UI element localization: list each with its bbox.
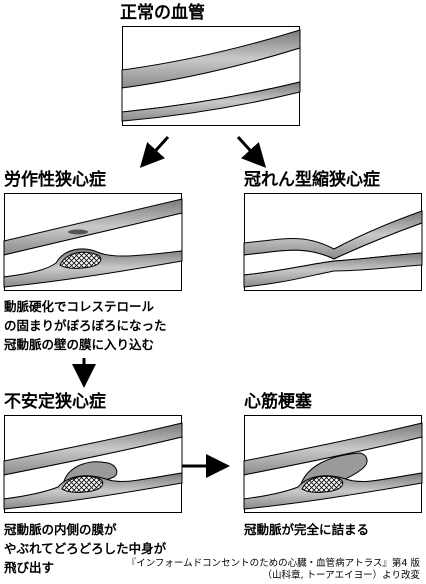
vasospastic-angina-illustration [243, 193, 423, 291]
exertional-angina-title: 労作性狭心症 [4, 170, 106, 190]
exertional-angina-desc-1: 動脈硬化でコレステロール [4, 299, 155, 314]
exertional-angina-desc-3: 冠動脈の壁の膜に入り込む [4, 337, 155, 352]
exertional-angina-desc-2: の固まりがぼろぼろになった [4, 318, 167, 333]
myocardial-infarction-illustration [243, 415, 423, 513]
unstable-angina-title: 不安定狭心症 [4, 392, 106, 412]
unstable-angina-desc-2: やぶれてどろどろした中身が [4, 541, 167, 556]
myocardial-infarction-title: 心筋梗塞 [244, 392, 312, 412]
myocardial-infarction-desc: 冠動脈が完全に詰まる [244, 522, 370, 537]
unstable-angina-desc-1: 冠動脈の内側の膜が [4, 522, 117, 537]
vasospastic-angina-title: 冠れん型縮狭心症 [244, 170, 380, 190]
unstable-angina-desc-3: 飛び出す [4, 560, 55, 575]
normal-vessel-illustration [121, 26, 301, 126]
unstable-angina-illustration [3, 415, 183, 513]
down-arrow [72, 358, 96, 388]
exertional-angina-illustration [3, 193, 183, 291]
source-credit-line-1: 『インフォームドコンセントのための心臓・血管病アトラス』第4 版 [126, 558, 420, 569]
normal-vessel-title: 正常の血管 [120, 3, 205, 23]
right-arrow [182, 454, 230, 478]
split-arrows [139, 135, 267, 168]
source-credit-line-2: （山科章, トーアエイヨー）より改変 [262, 570, 420, 581]
